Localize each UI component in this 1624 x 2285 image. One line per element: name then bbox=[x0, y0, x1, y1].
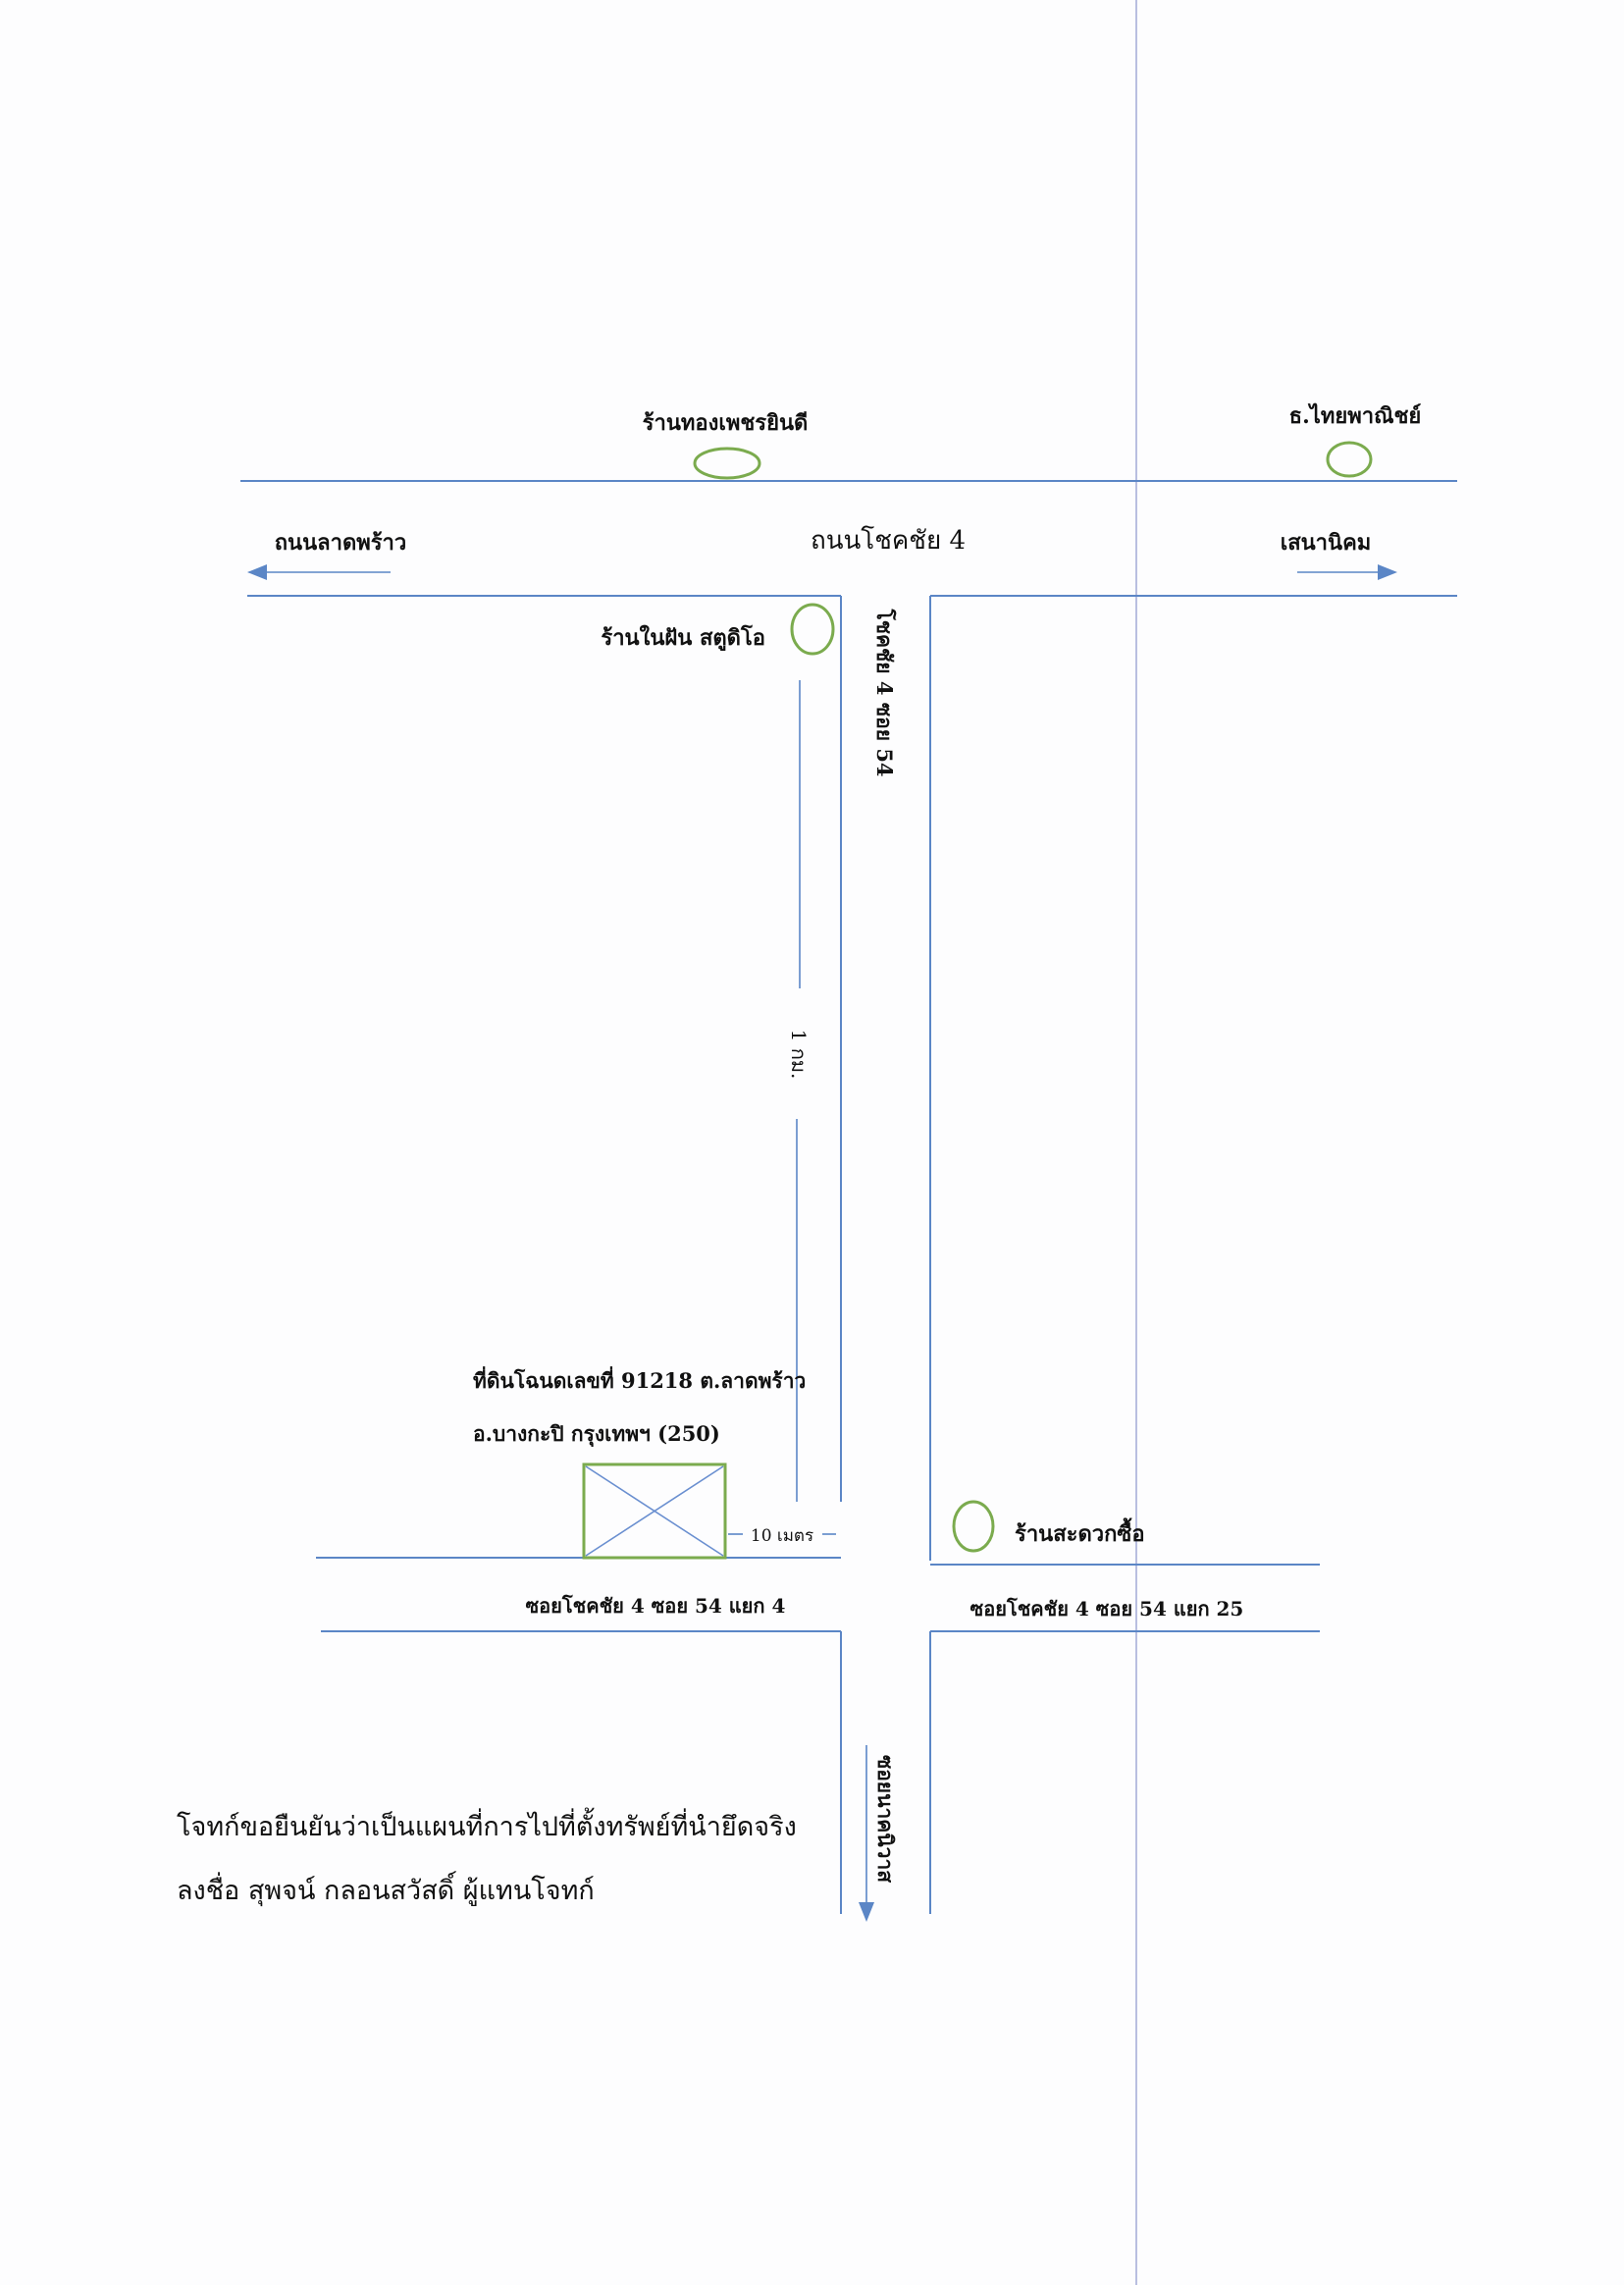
arrow-right-icon bbox=[1297, 564, 1397, 580]
arrow-left-icon bbox=[247, 564, 391, 580]
arrow-down-icon bbox=[859, 1745, 874, 1922]
label-distance-1km: 1 กม. bbox=[787, 1030, 811, 1080]
label-convenience-store: ร้านสะดวกซื้อ bbox=[1015, 1517, 1145, 1547]
label-soi-main: โชคชัย 4 ซอย 54 bbox=[872, 608, 897, 776]
label-gold-shop: ร้านทองเพชรยินดี bbox=[643, 410, 809, 436]
certification-line2: ลงชื่อ สุพจน์ กลอนสวัสดิ์ ผู้แทนโจทก์ bbox=[177, 1871, 595, 1907]
certification-line1: โจทก์ขอยืนยันว่าเป็นแผนที่การไปที่ตั้งทร… bbox=[177, 1807, 797, 1842]
bank-marker-icon bbox=[1326, 441, 1373, 478]
label-bank: ธ.ไทยพาณิชย์ bbox=[1289, 402, 1422, 429]
studio-marker-icon bbox=[790, 603, 835, 656]
label-branch-left: ซอยโชคชัย 4 ซอย 54 แยก 4 bbox=[526, 1594, 786, 1618]
label-to-senanikom: เสนานิคม bbox=[1281, 530, 1372, 556]
label-to-ladprao: ถนนลาดพร้าว bbox=[275, 530, 407, 556]
distance-1km-marker bbox=[796, 680, 801, 1502]
label-distance-10m: 10 เมตร bbox=[751, 1526, 813, 1546]
label-property-line2: อ.บางกะปิ กรุงเทพฯ (250) bbox=[473, 1421, 720, 1448]
gold-shop-marker-icon bbox=[693, 447, 761, 480]
property-lot-icon bbox=[582, 1462, 727, 1560]
label-to-nakniwat: ซอยนาคนิวาส bbox=[873, 1755, 898, 1883]
convenience-store-marker-icon bbox=[952, 1500, 995, 1553]
label-property-line1: ที่ดินโฉนดเลขที่ 91218 ต.ลาดพร้าว bbox=[473, 1365, 806, 1393]
label-branch-right: ซอยโชคชัย 4 ซอย 54 แยก 25 bbox=[970, 1597, 1244, 1621]
label-main-road: ถนนโชคชัย 4 bbox=[811, 525, 966, 556]
label-studio: ร้านในฝัน สตูดิโอ bbox=[601, 624, 765, 652]
